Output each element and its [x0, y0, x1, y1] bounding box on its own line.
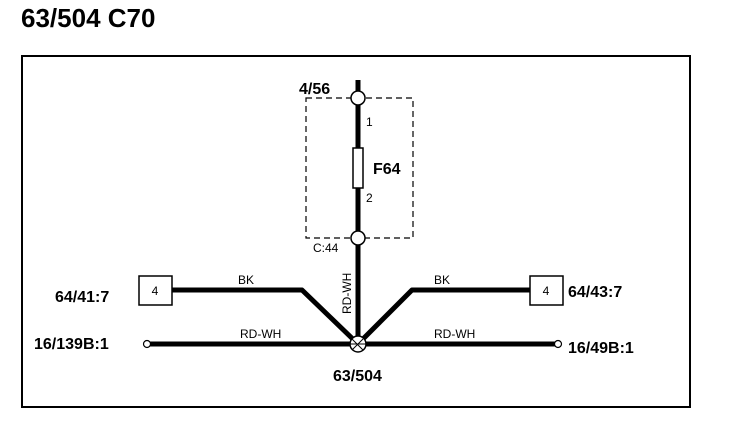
label-splice: 63/504	[333, 368, 382, 385]
label-wire-vertical: RD-WH	[340, 273, 354, 314]
label-wire-right-upper: BK	[434, 273, 450, 287]
wire-bk-right	[356, 287, 530, 346]
label-wire-right-lower: RD-WH	[434, 327, 475, 341]
label-wire-left-lower: RD-WH	[240, 327, 281, 341]
label-bottom-connector: C:44	[313, 241, 339, 255]
terminal-right	[553, 339, 563, 349]
connector-box-right-number: 4	[543, 284, 550, 298]
label-left-box: 64/41:7	[55, 289, 109, 306]
label-top-connector: 4/56	[299, 81, 330, 98]
diagram-frame	[21, 55, 691, 408]
label-pin-bottom: 2	[366, 191, 373, 205]
connector-box-right	[529, 275, 564, 306]
label-left-end: 16/139B:1	[34, 336, 109, 353]
wire-bk-left	[172, 287, 360, 346]
label-pin-top: 1	[366, 115, 373, 129]
label-right-box: 64/43:7	[568, 284, 622, 301]
label-fuse: F64	[373, 161, 401, 178]
connector-box-left	[138, 275, 173, 306]
page-title: 63/504 C70	[21, 3, 156, 33]
connector-box-left-number: 4	[152, 284, 159, 298]
connector-circle-bottom	[350, 230, 366, 246]
label-wire-left-upper: BK	[238, 273, 254, 287]
label-right-end: 16/49B:1	[568, 340, 634, 357]
terminal-left	[142, 339, 152, 349]
pin-dot-top	[355, 125, 361, 131]
connector-circle-top	[350, 90, 366, 106]
pin-dot-bottom	[355, 203, 361, 209]
fuse-symbol	[352, 147, 364, 189]
